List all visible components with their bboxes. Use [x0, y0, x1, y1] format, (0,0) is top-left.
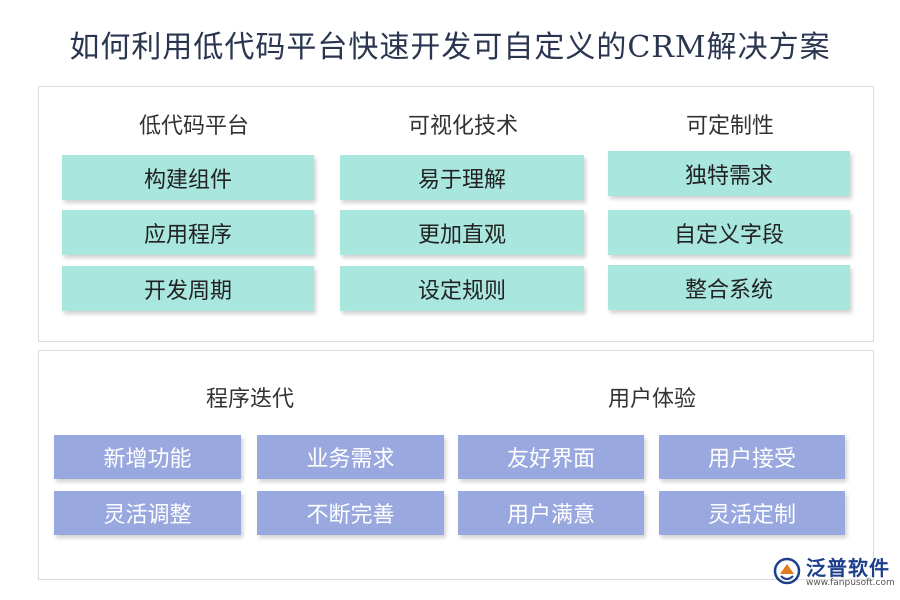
box-continuous-improve: 不断完善 [257, 491, 444, 535]
heading-customizability: 可定制性 [685, 114, 774, 139]
brand-logo: 泛普软件 www.fanpusoft.com [772, 552, 895, 596]
box-build-components: 构建组件 [62, 155, 314, 200]
box-easy-understand: 易于理解 [340, 155, 584, 200]
heading-low-code-platform: 低代码平台 [138, 114, 249, 139]
box-set-rules: 设定规则 [340, 266, 584, 311]
logo-url: www.fanpusoft.com [806, 578, 895, 588]
box-business-needs: 业务需求 [257, 435, 444, 479]
box-integrate-systems: 整合系统 [608, 265, 850, 310]
box-unique-needs: 独特需求 [608, 151, 850, 196]
box-flexible-customize: 灵活定制 [659, 491, 845, 535]
box-user-satisfaction: 用户满意 [458, 491, 644, 535]
box-user-acceptance: 用户接受 [659, 435, 845, 479]
box-dev-cycle: 开发周期 [62, 266, 314, 311]
box-custom-fields: 自定义字段 [608, 210, 850, 255]
box-friendly-ui: 友好界面 [458, 435, 644, 479]
page-title: 如何利用低代码平台快速开发可自定义的CRM解决方案 [69, 30, 831, 65]
box-new-features: 新增功能 [54, 435, 241, 479]
box-flexible-adjust: 灵活调整 [54, 491, 241, 535]
logo-name: 泛普软件 [806, 556, 890, 580]
heading-visual-tech: 可视化技术 [407, 114, 518, 139]
heading-user-experience: 用户体验 [607, 387, 696, 412]
box-applications: 应用程序 [62, 210, 314, 255]
logo-icon [773, 557, 801, 585]
box-more-intuitive: 更加直观 [340, 210, 584, 255]
heading-iteration: 程序迭代 [205, 387, 294, 412]
